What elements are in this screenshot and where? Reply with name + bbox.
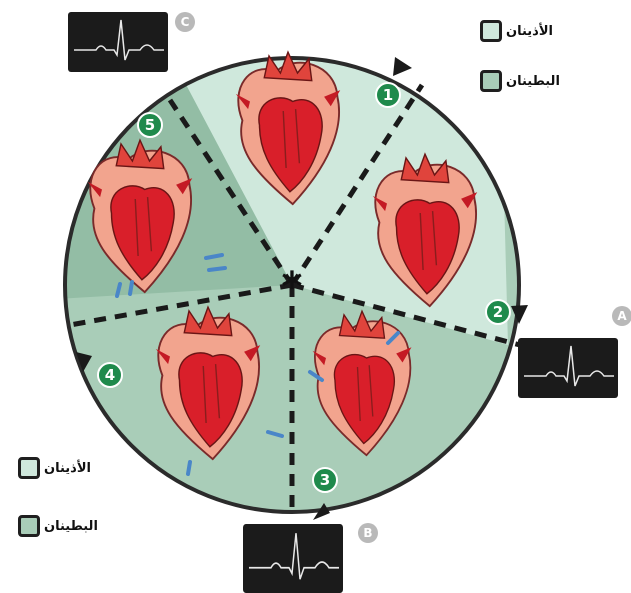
legend-bottom-ventricles: البطينان [18, 515, 98, 537]
svg-text:2: 2 [493, 303, 503, 321]
letter-badge-a: A [612, 306, 631, 326]
step-badge-5: 5 [138, 113, 162, 137]
letter-badge-b: B [358, 523, 378, 543]
step-badge-1: 1 [376, 83, 400, 107]
ventricle-swatch [18, 515, 40, 537]
legend-label-atria: الأذينان [44, 461, 91, 476]
ventricle-swatch [480, 70, 502, 92]
step-badge-4: 4 [98, 363, 122, 387]
svg-text:B: B [363, 526, 372, 540]
svg-text:4: 4 [105, 366, 115, 384]
legend-bottom-atria: الأذينان [18, 457, 91, 479]
legend-top-atria: الأذينان [480, 20, 553, 42]
letter-badge-c: C [175, 12, 195, 32]
svg-text:A: A [617, 309, 627, 323]
legend-label-ventricles: البطينان [44, 519, 98, 534]
step-badge-2: 2 [486, 300, 510, 324]
atria-swatch [480, 20, 502, 42]
svg-text:C: C [181, 15, 190, 29]
atria-swatch [18, 457, 40, 479]
svg-text:5: 5 [145, 116, 155, 134]
step-badge-3: 3 [313, 468, 337, 492]
svg-text:1: 1 [383, 86, 393, 104]
legend-top-ventricles: البطينان [480, 70, 560, 92]
legend-label-ventricles: البطينان [506, 74, 560, 89]
legend-label-atria: الأذينان [506, 24, 553, 39]
svg-text:3: 3 [320, 471, 330, 489]
center-symbol: * [282, 264, 303, 310]
